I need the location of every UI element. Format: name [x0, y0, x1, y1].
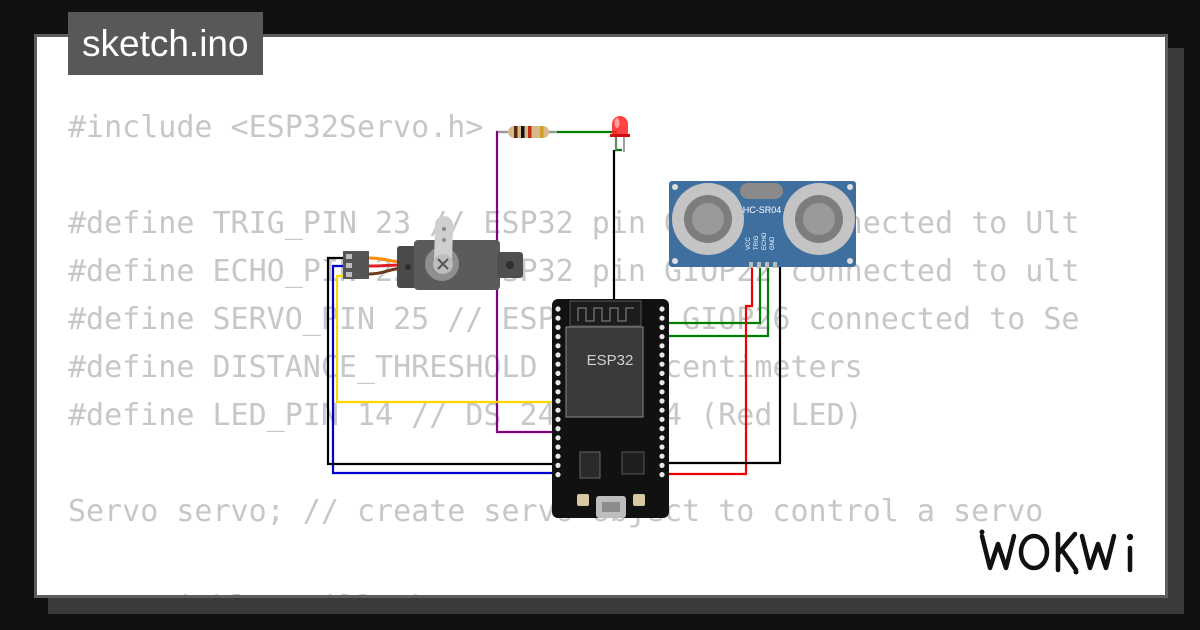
header-pin [659, 472, 665, 478]
header-pin [659, 416, 665, 422]
header-pin [555, 343, 561, 349]
ultrasonic-sensor[interactable]: HC-SR04 VCC TRIG ECHO GND [669, 181, 856, 268]
header-pin [555, 334, 561, 340]
header-pin [659, 389, 665, 395]
resistor[interactable] [498, 126, 557, 138]
header-pin [659, 426, 665, 432]
header-pin [659, 361, 665, 367]
sensor-label: HC-SR04 [743, 205, 782, 215]
header-pin [659, 315, 665, 321]
code-line: #define DISTANCE_THRESHOLD 50 // centime… [68, 350, 863, 385]
header-pin [659, 435, 665, 441]
header-pin [555, 435, 561, 441]
mcu-label: ESP32 [587, 352, 634, 369]
servo-motor[interactable] [343, 216, 523, 290]
esp32-board[interactable]: ESP32 [552, 299, 669, 518]
header-pin [555, 426, 561, 432]
header-pin [555, 370, 561, 376]
header-pin [555, 444, 561, 450]
header-pin [659, 370, 665, 376]
header-pin [659, 407, 665, 413]
sensor-pin-echo: ECHO [762, 232, 768, 250]
header-pin [659, 462, 665, 468]
header-pin [659, 380, 665, 386]
wire-blue [331, 264, 556, 475]
header-pin [659, 398, 665, 404]
header-pin [555, 315, 561, 321]
wire-red [555, 266, 754, 476]
sensor-pin-vcc: VCC [746, 237, 752, 250]
wire-yellow [335, 274, 562, 404]
red-led[interactable] [610, 116, 630, 152]
header-pin [555, 398, 561, 404]
header-pin [659, 306, 665, 312]
sensor-pin-gnd: GND [770, 236, 776, 250]
esp32-left-pins [555, 306, 561, 478]
header-pin [659, 453, 665, 459]
header-pin [555, 462, 561, 468]
esp32-right-pins [659, 306, 665, 478]
wokwi-logo [979, 529, 1134, 575]
header-pin [659, 444, 665, 450]
code-line: #include <ESP32Servo.h> [68, 110, 484, 145]
header-pin [555, 380, 561, 386]
header-pin [555, 324, 561, 330]
header-pin [659, 324, 665, 330]
code-line: // variables will change: [68, 584, 1079, 595]
header-pin [555, 407, 561, 413]
header-pin [555, 361, 561, 367]
wire-green-sensor [662, 266, 770, 338]
header-pin [555, 352, 561, 358]
header-pin [659, 334, 665, 340]
header-pin [555, 472, 561, 478]
wire-black-servo [326, 256, 556, 466]
header-pin [555, 416, 561, 422]
header-pin [555, 389, 561, 395]
header-pin [555, 453, 561, 459]
header-pin [659, 352, 665, 358]
sensor-pin-trig: TRIG [754, 235, 760, 250]
header-pin [555, 306, 561, 312]
header-pin [659, 343, 665, 349]
file-tab[interactable]: sketch.ino [68, 12, 263, 75]
